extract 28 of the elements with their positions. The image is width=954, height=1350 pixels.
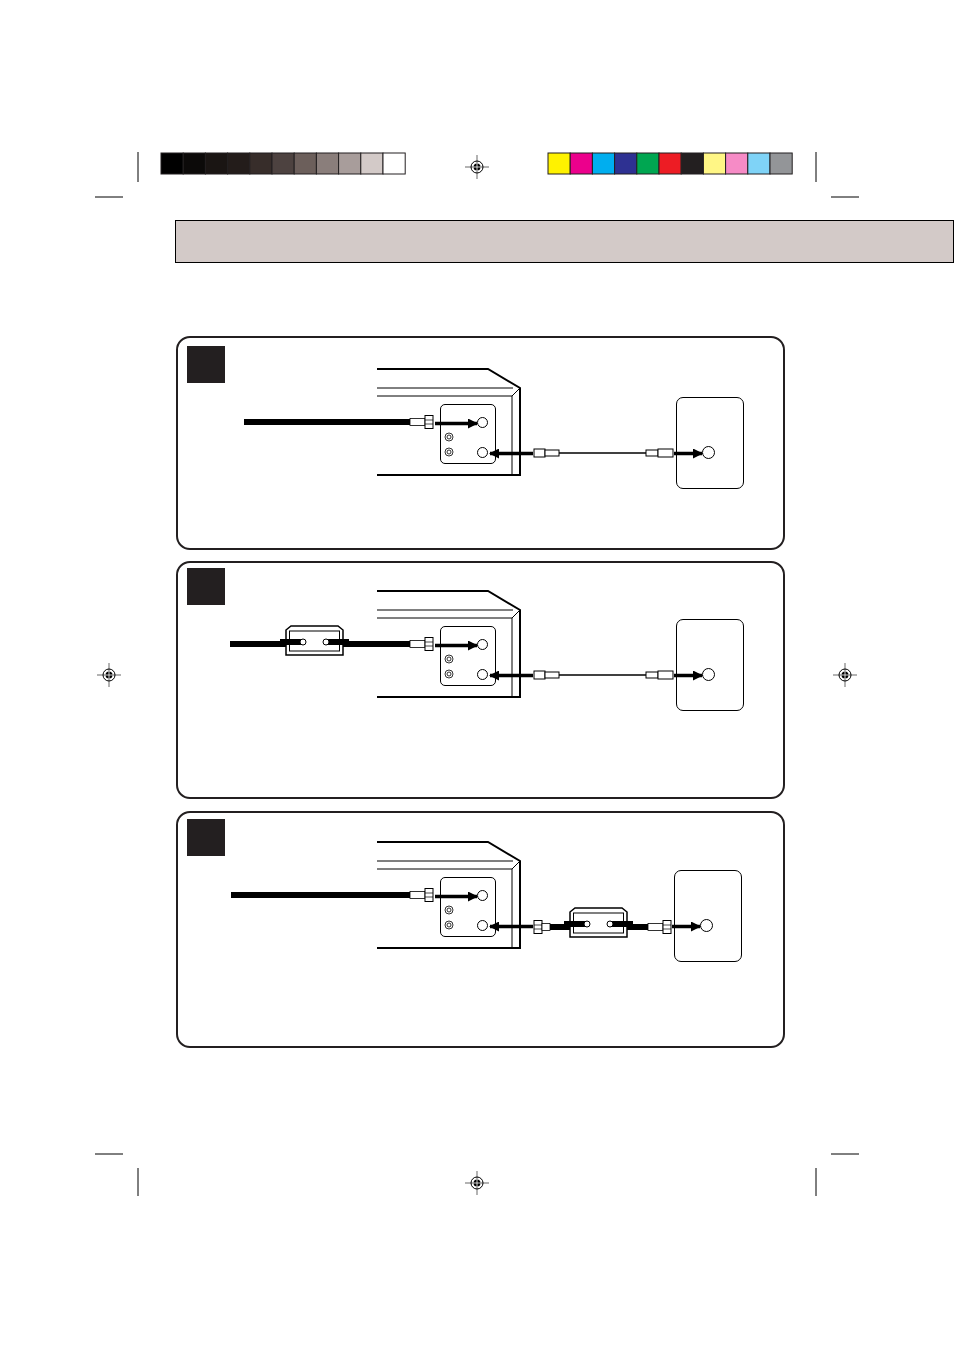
arrow	[672, 921, 701, 932]
arrow	[435, 640, 478, 651]
header-band	[175, 220, 954, 263]
tv-set-box	[675, 618, 744, 711]
tv-set-box	[673, 869, 742, 962]
arrow	[435, 891, 478, 902]
jack-panel	[439, 625, 496, 686]
arrow	[489, 670, 533, 681]
arrow	[435, 418, 478, 429]
step-number-box	[186, 818, 225, 856]
antenna-cable-drawing	[230, 887, 435, 902]
step-number-box	[186, 345, 225, 383]
jack-panel	[439, 876, 496, 937]
arrow	[489, 921, 533, 932]
arrow	[489, 448, 533, 459]
instruction-panel	[176, 561, 785, 799]
step-number-box	[186, 567, 225, 605]
instruction-panel	[176, 336, 785, 550]
antenna-cable-drawing	[243, 414, 435, 429]
jack-panel	[439, 403, 496, 464]
coax-cable-drawing	[532, 906, 672, 939]
tv-set-box	[675, 396, 744, 489]
antenna-cable-drawing	[229, 624, 435, 656]
coax-cable-drawing	[532, 447, 674, 458]
arrow	[674, 670, 703, 681]
arrow	[674, 448, 703, 459]
instruction-panel	[176, 811, 785, 1048]
coax-cable-drawing	[532, 669, 674, 680]
